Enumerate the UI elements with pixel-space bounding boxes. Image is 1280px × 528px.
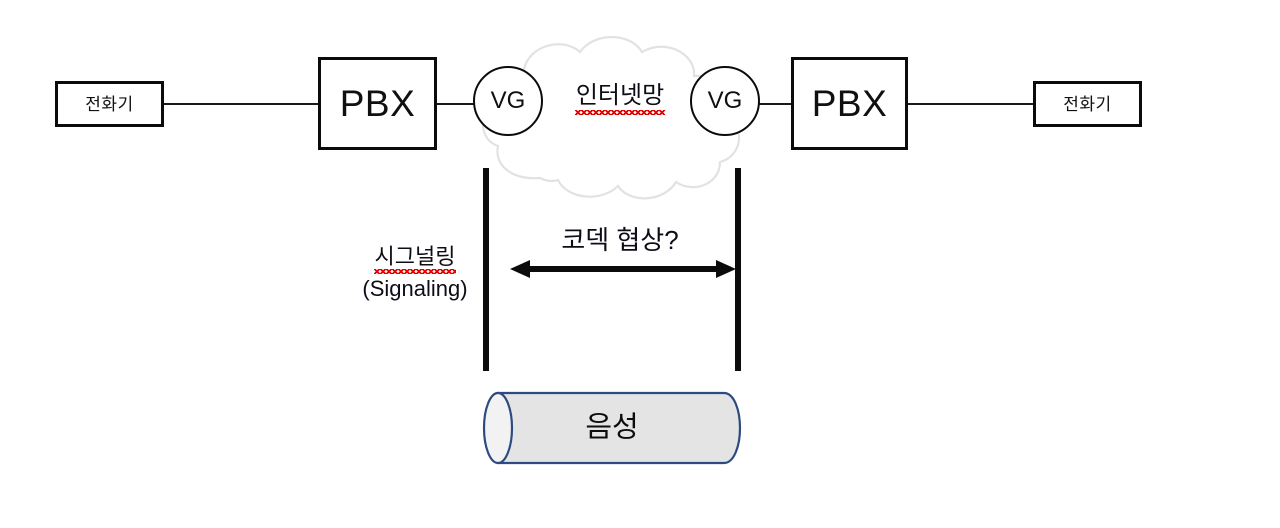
node-vg-right-label: VG <box>707 87 743 114</box>
node-vg-left[interactable]: VG <box>473 66 543 136</box>
codec-negotiation-label: 코덱 협상? <box>500 225 740 256</box>
node-phone-left-label: 전화기 <box>85 94 134 114</box>
link-pbx-right-to-phone-right <box>907 103 1035 105</box>
voice-cylinder-shape <box>482 391 742 465</box>
signaling-boundary-bar-right <box>735 168 741 371</box>
node-vg-left-label: VG <box>490 87 526 114</box>
link-pbx-left-to-vg-left <box>436 103 474 105</box>
internet-cloud-label-text: 인터넷망 <box>574 82 666 115</box>
link-vg-right-to-pbx-right <box>758 103 793 105</box>
node-pbx-left-label: PBX <box>339 83 416 124</box>
codec-negotiation-arrow <box>508 256 738 282</box>
codec-negotiation-label-text: 코덱 협상? <box>561 225 679 255</box>
signaling-label: 시그널링 (Signaling) <box>352 244 478 302</box>
signaling-label-english: (Signaling) <box>362 276 468 302</box>
node-phone-right[interactable]: 전화기 <box>1033 81 1142 127</box>
link-phone-left-to-pbx-left <box>163 103 320 105</box>
voice-cylinder[interactable]: 음성 <box>478 388 746 468</box>
node-phone-left[interactable]: 전화기 <box>55 81 164 127</box>
voice-cylinder-label: 음성 <box>585 411 639 444</box>
node-phone-right-label: 전화기 <box>1063 94 1112 114</box>
node-vg-right[interactable]: VG <box>690 66 760 136</box>
signaling-boundary-bar-left <box>483 168 489 371</box>
signaling-label-korean-line: 시그널링 <box>352 244 478 275</box>
node-pbx-right[interactable]: PBX <box>791 57 908 150</box>
node-pbx-left[interactable]: PBX <box>318 57 437 150</box>
internet-cloud-label: 인터넷망 <box>560 82 680 115</box>
node-pbx-right-label: PBX <box>811 83 888 124</box>
signaling-label-korean-text: 시그널링 <box>373 244 457 275</box>
